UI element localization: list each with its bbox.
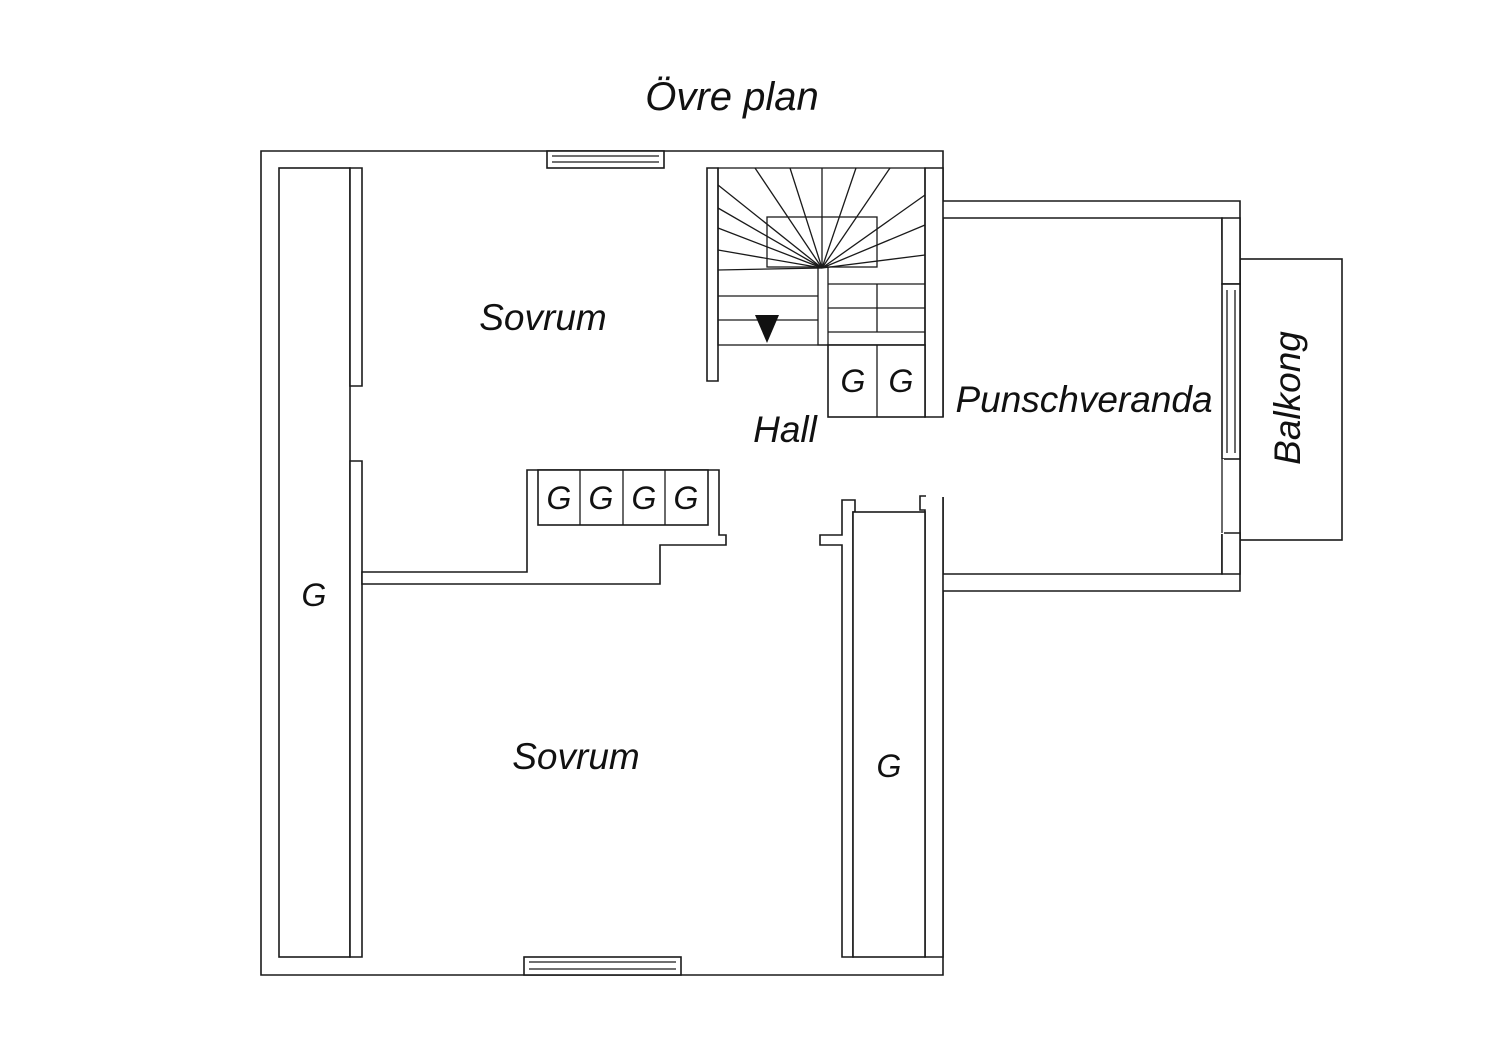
label-closet-hall-4: G bbox=[674, 480, 699, 516]
window-bottom bbox=[523, 956, 682, 976]
veranda-east-wall-bottom bbox=[1221, 532, 1241, 575]
label-closet-hall-1: G bbox=[547, 480, 572, 516]
wall-left-lower bbox=[349, 460, 363, 958]
window-top bbox=[546, 150, 665, 169]
label-bedroom-top: Sovrum bbox=[479, 297, 606, 338]
right-closet bbox=[852, 511, 926, 958]
label-closet-stair-2: G bbox=[889, 363, 914, 399]
wall-stair-veranda bbox=[924, 167, 944, 418]
stair-down-arrow-icon bbox=[755, 315, 779, 343]
balcony-outline bbox=[1239, 258, 1343, 541]
veranda-east-wall-top bbox=[1221, 217, 1241, 285]
label-veranda: Punschveranda bbox=[955, 379, 1212, 420]
label-hall: Hall bbox=[753, 409, 819, 450]
staircase bbox=[717, 167, 926, 346]
label-bedroom-bottom: Sovrum bbox=[512, 736, 639, 777]
veranda-opening bbox=[926, 417, 952, 497]
label-closet-right: G bbox=[877, 748, 902, 784]
label-balcony: Balkong bbox=[1267, 331, 1308, 465]
label-closet-hall-2: G bbox=[589, 480, 614, 516]
wall-bedroom-stair bbox=[706, 167, 719, 382]
label-closet-left: G bbox=[302, 577, 327, 613]
wall-right-closet-left bbox=[819, 499, 856, 958]
veranda-window bbox=[1221, 283, 1241, 460]
plan-title: Övre plan bbox=[645, 75, 818, 119]
left-closet bbox=[278, 167, 351, 958]
wall-left-upper bbox=[349, 167, 363, 387]
label-closet-hall-3: G bbox=[632, 480, 657, 516]
label-closet-stair-1: G bbox=[841, 363, 866, 399]
